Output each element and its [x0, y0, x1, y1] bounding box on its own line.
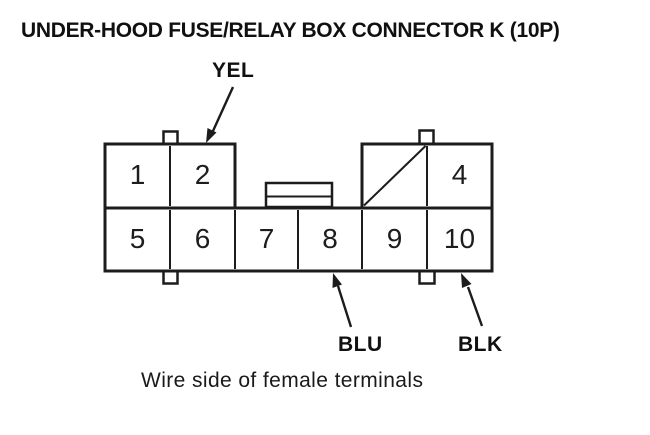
blu-arrow [332, 273, 353, 328]
pin-cell-1: 1 [129, 159, 146, 190]
pin-cell-5: 5 [129, 222, 146, 254]
caption: Wire side of female terminals [141, 369, 424, 392]
pin-cell-10: 10 [443, 222, 476, 254]
wire-label-yel: YEL [212, 59, 255, 82]
pin-cell-6: 6 [194, 222, 211, 254]
pin-cell-4: 4 [451, 159, 468, 190]
pin-cell-2: 2 [194, 159, 211, 190]
blocked-cavity-diagonal-line [363, 145, 427, 207]
blk-arrow [461, 273, 484, 327]
page-title: UNDER-HOOD FUSE/RELAY BOX CONNECTOR K (1… [21, 19, 560, 42]
pin-cell-7: 7 [258, 222, 275, 254]
yel-arrow [206, 86, 235, 143]
pin-cell-8: 8 [322, 222, 338, 254]
connector-latch [264, 181, 334, 209]
wire-label-blk: BLK [458, 333, 503, 356]
wire-label-blu: BLU [338, 333, 383, 356]
pin-cell-9: 9 [386, 222, 403, 254]
